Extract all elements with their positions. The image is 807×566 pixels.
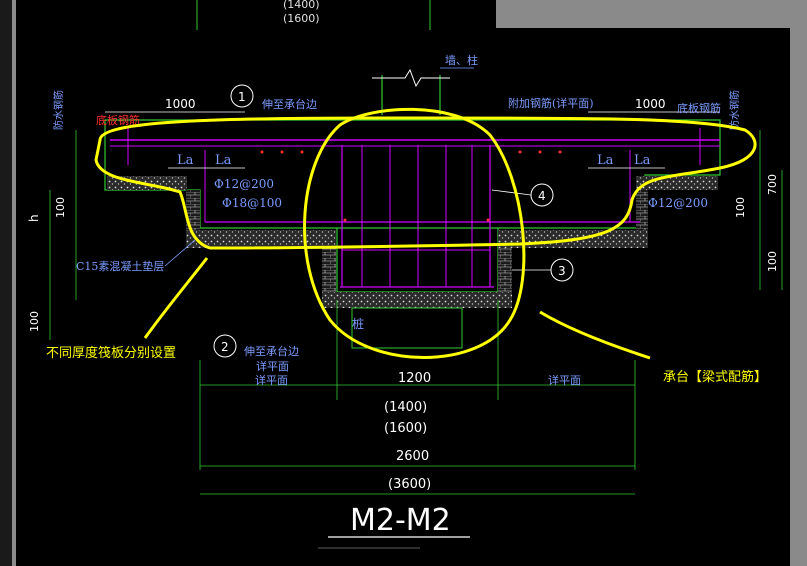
wall-break-symbol <box>372 68 450 88</box>
window-left-strip <box>12 0 16 566</box>
svg-text:2: 2 <box>221 340 229 354</box>
label-see-plan-left: 详平面 <box>255 373 288 387</box>
dim-top-1400: (1400) <box>283 0 320 11</box>
dim-mid-1400: (1400) <box>384 400 427 415</box>
brick-wall-cap-left <box>322 248 336 292</box>
rebar-dots <box>260 150 562 222</box>
label-extend-cap-edge-bottom: 伸至承台边 <box>244 344 299 358</box>
dim-right-1000: 1000 <box>635 97 666 111</box>
highlight-pile-cap-circle <box>303 107 526 359</box>
highlight-raft-outline <box>94 116 757 250</box>
dim-total-2600: 2600 <box>396 449 429 464</box>
label-pile: 桩 <box>352 316 364 331</box>
label-la-3: La <box>597 153 614 168</box>
label-slab-rebar-left: 底板钢筋 <box>96 113 140 127</box>
dim-top-1600: (1600) <box>283 12 320 25</box>
label-waterproof-left: 防水钢筋 <box>52 90 65 130</box>
dim-right-100: 100 <box>734 197 747 218</box>
label-c15-cushion: C15素混凝土垫层 <box>76 259 164 273</box>
dim-mid-1600: (1600) <box>384 421 427 436</box>
window-left-edge <box>0 0 12 566</box>
highlight-right-arrow <box>539 310 651 360</box>
pile-shaft <box>351 307 463 349</box>
label-see-plan-right: 详平面 <box>548 373 581 387</box>
dim-total-3600: (3600) <box>388 477 431 492</box>
svg-text:3: 3 <box>558 264 566 278</box>
brick-wall-right <box>636 190 648 230</box>
window-top-panel <box>496 0 807 28</box>
annotation-left-note: 不同厚度筏板分别设置 <box>46 345 176 361</box>
callout-2[interactable]: 2 <box>213 334 237 358</box>
callout-3[interactable]: 3 <box>550 258 574 282</box>
highlight-left-arrow <box>143 257 209 339</box>
callout-4[interactable]: 4 <box>530 183 554 207</box>
label-slab-rebar-right: 底板钢筋 <box>677 101 721 115</box>
label-see-plan-bottom: 详平面 <box>256 359 289 373</box>
dim-left-bottom-100: 100 <box>28 311 41 332</box>
label-la-1: La <box>177 153 194 168</box>
label-la-2: La <box>215 153 232 168</box>
dim-right-bottom-100: 100 <box>766 251 779 272</box>
dim-h: h <box>27 214 41 222</box>
dim-mid-1200: 1200 <box>398 371 431 386</box>
callout-1[interactable]: 1 <box>230 84 254 108</box>
annotation-right-note: 承台【梁式配筋】 <box>663 369 767 385</box>
dim-right-700: 700 <box>766 174 779 195</box>
label-rebar-phi18: Φ18@100 <box>222 196 282 210</box>
svg-text:4: 4 <box>538 189 546 203</box>
label-waterproof-right: 防水钢筋 <box>728 90 741 130</box>
label-extend-cap-edge-top: 伸至承台边 <box>262 97 317 111</box>
svg-text:1: 1 <box>238 90 246 104</box>
section-title: M2-M2 <box>350 503 451 538</box>
label-rebar-phi12: Φ12@200 <box>214 177 274 191</box>
label-la-4: La <box>634 153 651 168</box>
c15-leader <box>164 239 196 267</box>
label-rebar-right-phi12: Φ12@200 <box>648 196 708 210</box>
brick-wall-left <box>186 190 200 230</box>
brick-wall-cap-right <box>498 248 512 292</box>
cushion-cap-bottom <box>322 292 512 308</box>
dim-left-1000: 1000 <box>165 97 196 111</box>
callout-4-leader <box>491 189 532 196</box>
c15-cushion-layer-left <box>186 230 336 248</box>
window-right-scrollbar[interactable] <box>790 0 807 566</box>
label-extra-rebar: 附加钢筋(详平面) <box>508 96 594 110</box>
dim-left-100: 100 <box>54 197 67 218</box>
label-wall-column: 墙、柱 <box>445 53 478 67</box>
